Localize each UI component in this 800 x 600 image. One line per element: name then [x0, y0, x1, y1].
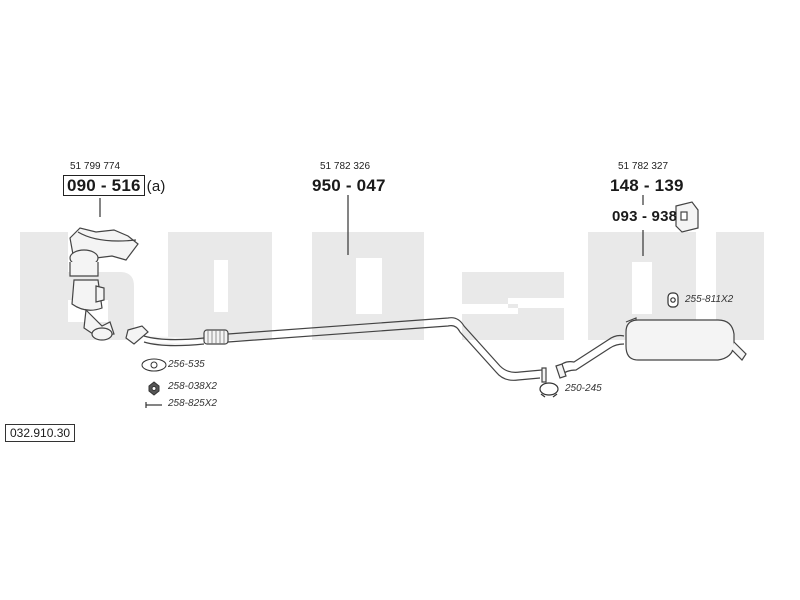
manifold-part-number: 090 - 516 — [63, 175, 145, 196]
manifold-part-suffix: (a) — [146, 178, 166, 195]
gasket-icon — [141, 358, 167, 372]
rear-muffler-oem-number: 51 782 327 — [618, 161, 669, 172]
middle-pipe-oem-number: 51 782 326 — [320, 161, 371, 172]
clamp-label[interactable]: 250-245 — [565, 383, 602, 394]
nut-label[interactable]: 258-038X2 — [168, 381, 217, 392]
rubber-mount-label[interactable]: 255-811X2 — [685, 294, 734, 305]
rear-muffler-drawing — [555, 317, 747, 379]
bracket-drawing — [675, 201, 699, 233]
bosal-watermark — [20, 232, 764, 340]
clamp-icon — [539, 382, 559, 398]
manifold-oem-number: 51 799 774 — [70, 161, 121, 172]
rear-muffler-part-number[interactable]: 148 - 139 — [610, 176, 684, 195]
bracket-part-number[interactable]: 093 - 938 — [612, 208, 678, 225]
gasket-label[interactable]: 256-535 — [168, 359, 205, 370]
rubber-mount-icon — [667, 292, 679, 308]
exhaust-manifold-drawing — [69, 227, 139, 341]
catalog-number: 032.910.30 — [5, 424, 76, 442]
middle-pipe-drawing — [125, 317, 547, 383]
nut-icon — [148, 381, 160, 396]
middle-pipe-part-number[interactable]: 950 - 047 — [312, 176, 386, 195]
bolt-label[interactable]: 258-825X2 — [168, 398, 217, 409]
bolt-icon — [145, 402, 162, 408]
manifold-part-label[interactable]: 090 - 516(a) — [63, 175, 166, 196]
